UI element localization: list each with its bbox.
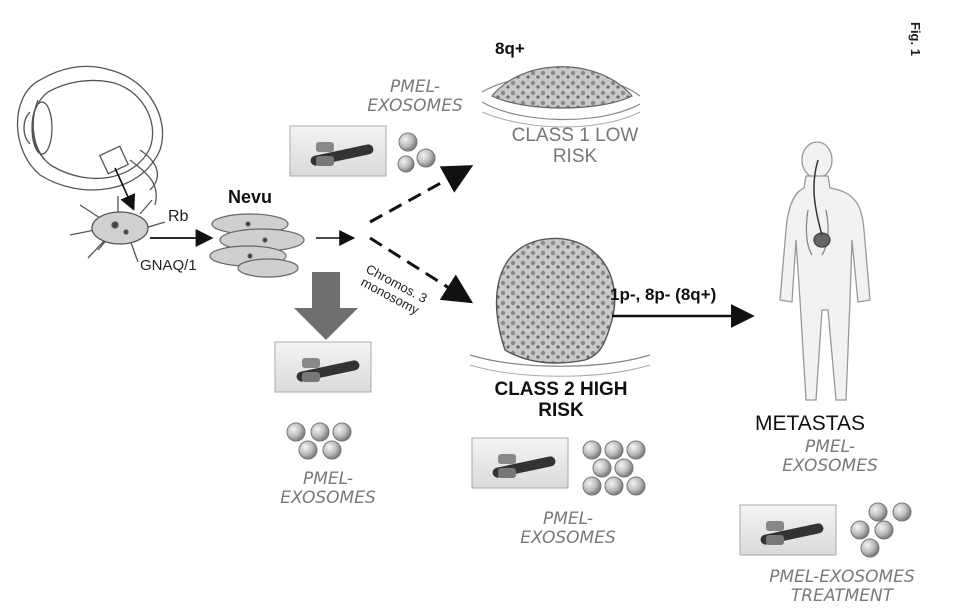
big-down-arrow	[294, 272, 358, 340]
exosome-label-metastas: PMEL- EXOSOMES	[770, 438, 890, 475]
treatment-label: PMEL-EXOSOMES TREATMENT	[742, 568, 942, 605]
exo-left-line2: EXOSOMES	[280, 487, 376, 508]
class1-line2: RISK	[552, 145, 598, 167]
q8-label: 8q+	[495, 39, 525, 58]
rb-label: Rb	[168, 208, 189, 225]
exo-top-line1: PMEL-	[390, 77, 440, 97]
exosome-label-left: PMEL- EXOSOMES	[268, 470, 388, 507]
exosome-cluster-top	[397, 132, 436, 173]
exosome-label-top: PMEL- EXOSOMES	[355, 78, 475, 115]
exo-class2-line2: EXOSOMES	[520, 527, 616, 548]
tube-box-left	[274, 341, 372, 393]
exo-left-line1: PMEL-	[303, 469, 353, 489]
class1-label: CLASS 1 LOW RISK	[500, 125, 650, 168]
exo-metastas-line1: PMEL-	[805, 437, 855, 457]
tube-box-top	[289, 125, 387, 177]
class2-tumor	[469, 237, 651, 377]
exosome-cluster-class2	[582, 440, 646, 496]
tube-box-metastas	[739, 504, 837, 556]
exosome-cluster-metastas	[850, 502, 912, 558]
exosome-cluster-left	[286, 422, 352, 460]
class2-label: CLASS 2 HIGH RISK	[476, 379, 646, 422]
dashed-arrow-class2	[369, 236, 474, 304]
class1-tumor	[481, 66, 641, 128]
exo-class2-line1: PMEL-	[543, 509, 593, 529]
treatment-line2: TREATMENT	[790, 585, 894, 606]
nevu-label: Nevu	[228, 187, 273, 207]
dashed-arrow-class1	[369, 165, 474, 224]
chromosome-changes-label: 1p-, 8p- (8q+)	[610, 285, 717, 304]
class2-line2: RISK	[538, 399, 584, 421]
exo-top-line2: EXOSOMES	[367, 95, 463, 116]
figure-label: Fig. 1	[908, 22, 923, 56]
nevus-cells	[209, 213, 305, 278]
class2-line1: CLASS 2 HIGH	[494, 379, 628, 400]
exo-metastas-line2: EXOSOMES	[782, 455, 878, 476]
class1-line1: CLASS 1 LOW	[511, 125, 639, 146]
treatment-line1: PMEL-EXOSOMES	[769, 567, 915, 587]
eye-to-cell-arrow	[114, 167, 136, 211]
gnaq-label: GNAQ/1	[140, 257, 197, 274]
metastas-label: METASTAS	[755, 412, 866, 435]
melanocyte-cell	[69, 196, 166, 263]
tube-box-class2	[471, 437, 569, 489]
human-body	[779, 141, 871, 401]
exosome-label-class2: PMEL- EXOSOMES	[508, 510, 628, 547]
eye-illustration	[16, 65, 164, 206]
